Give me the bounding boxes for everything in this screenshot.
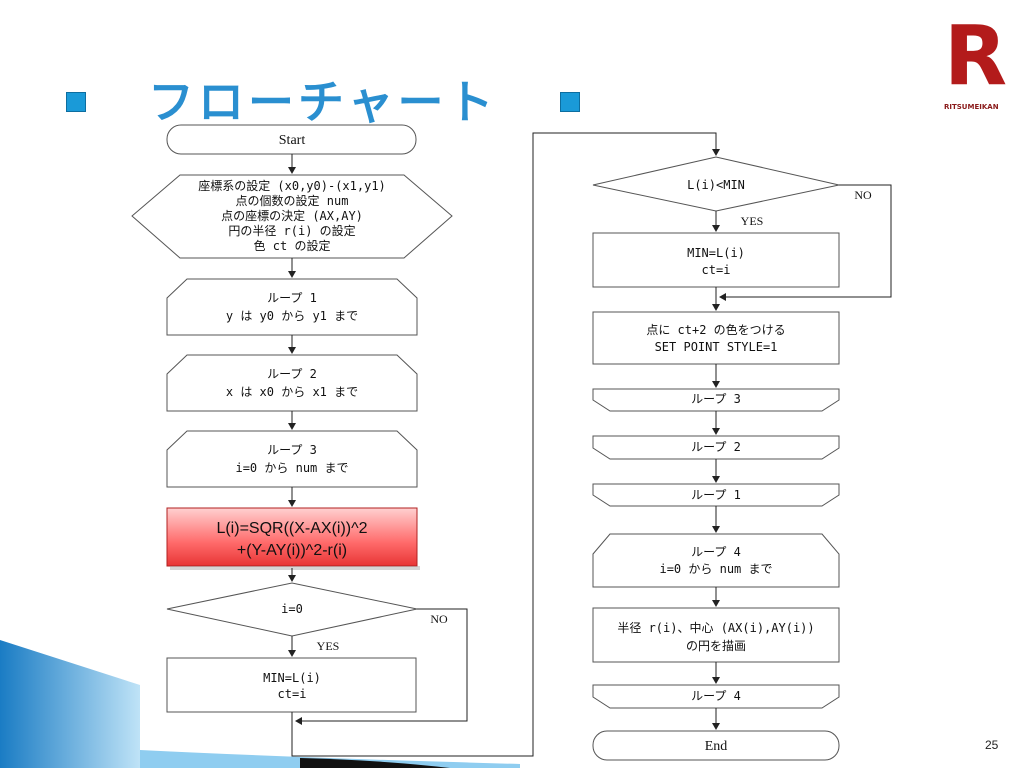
- process-min-left: [166, 657, 417, 713]
- setup-line-4: 円の半径 r(i) の設定: [228, 223, 355, 238]
- loop3-start: [166, 430, 418, 488]
- draw-circle-line-2: の円を描画: [686, 639, 746, 653]
- slide-title: フローチャート: [148, 75, 498, 129]
- setup-line-3: 点の座標の決定 (AX,AY): [221, 208, 363, 223]
- loop1-range: y は y0 から y1 まで: [226, 309, 358, 323]
- process-left-line-2: ct=i: [278, 687, 307, 701]
- logo-text: RITSUMEIKAN: [944, 103, 999, 111]
- setup-line-5: 色 ct の設定: [254, 238, 331, 253]
- draw-circle-line-1: 半径 r(i)、中心 (AX(i),AY(i)): [617, 620, 814, 635]
- formula-line-2: +(Y-AY(i))^2-r(i): [237, 542, 347, 559]
- end-label: End: [705, 739, 728, 754]
- color-point-line-1: 点に ct+2 の色をつける: [646, 323, 785, 337]
- loop2-end-label: ループ 2: [691, 440, 741, 454]
- setup-line-1: 座標系の設定 (x0,y0)-(x1,y1): [198, 178, 386, 193]
- color-point-line-2: SET POINT STYLE=1: [655, 340, 778, 354]
- setup-line-2: 点の個数の設定 num: [236, 193, 349, 208]
- page-number: 25: [985, 738, 999, 752]
- process-right-line-2: ct=i: [702, 263, 731, 277]
- loop4-title: ループ 4: [691, 545, 741, 559]
- process-color-point: [592, 311, 840, 365]
- loop1-end-label: ループ 1: [691, 488, 741, 502]
- process-right-line-1: MIN=L(i): [687, 246, 745, 260]
- loop4-start: [592, 533, 840, 588]
- bullet-square-left-icon: [66, 92, 86, 112]
- start-label: Start: [279, 133, 306, 148]
- loop2-start: [166, 354, 418, 412]
- loop3-end-label: ループ 3: [691, 392, 741, 406]
- loop3-title: ループ 3: [267, 443, 317, 457]
- process-draw-circle: [592, 607, 840, 663]
- decision-i0-no: NO: [430, 612, 448, 626]
- decision-lmin-yes: YES: [741, 214, 764, 228]
- loop2-title: ループ 2: [267, 367, 317, 381]
- loop4-range: i=0 から num まで: [659, 562, 772, 576]
- loop2-end: [592, 435, 840, 460]
- decorative-wave: [0, 640, 520, 768]
- loop4-end: [592, 684, 840, 709]
- loop1-start: [166, 278, 418, 336]
- loop4-end-label: ループ 4: [691, 689, 741, 703]
- decision-i0-label: i=0: [281, 602, 303, 616]
- logo-letter: R: [944, 9, 1008, 104]
- bullet-square-right-icon: [560, 92, 580, 112]
- decision-lmin-no: NO: [854, 188, 872, 202]
- formula-line-1: L(i)=SQR((X-AX(i))^2: [216, 520, 367, 537]
- formula-box: [166, 507, 418, 567]
- process-min-right: [592, 232, 840, 288]
- loop1-end: [592, 483, 840, 507]
- end-terminal: [592, 730, 840, 761]
- loop1-title: ループ 1: [267, 291, 317, 305]
- loop3-end: [592, 388, 840, 412]
- decision-i0-yes: YES: [317, 639, 340, 653]
- decision-lmin-label: L(i)<MIN: [687, 178, 745, 192]
- loop2-range: x は x0 から x1 まで: [226, 385, 358, 399]
- setup-hexagon: [131, 174, 453, 259]
- process-left-line-1: MIN=L(i): [263, 671, 321, 685]
- loop3-range: i=0 から num まで: [235, 461, 348, 475]
